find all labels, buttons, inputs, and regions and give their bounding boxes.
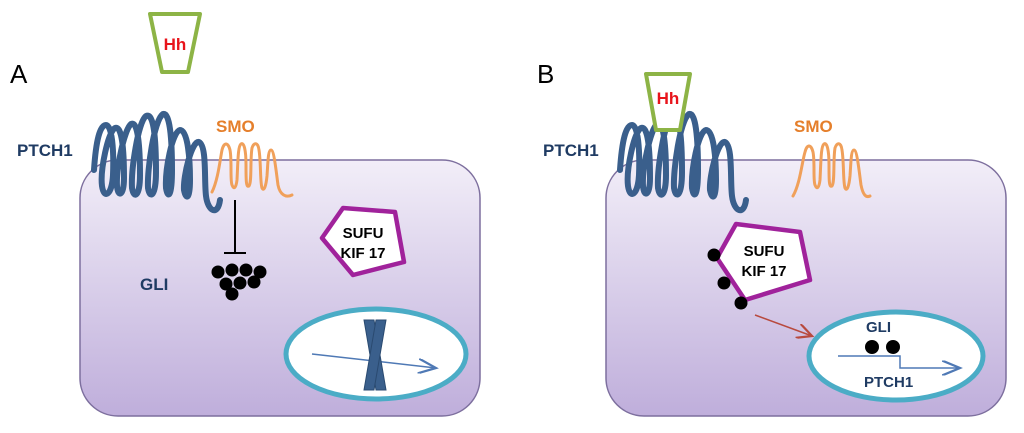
gli-label-b: GLI (866, 319, 891, 336)
gene-arrow-icon (838, 355, 960, 368)
panel-b-label: B (537, 59, 554, 89)
hedgehog-ligand-icon: Hh (644, 72, 692, 132)
ptch1-receptor-icon (617, 111, 749, 213)
panel-a: A Hh PTCH1 SMO GLI (10, 12, 481, 417)
smo-receptor-icon (791, 142, 872, 199)
sufu-label-b: SUFU (744, 243, 785, 260)
smo-label-a: SMO (216, 117, 255, 136)
ptch1-receptor-icon (91, 111, 223, 213)
kif17-label-a: KIF 17 (340, 245, 385, 262)
panel-b: B PTCH1 Hh SMO SUFU KIF 17 (537, 59, 1007, 417)
translocation-arrow (754, 314, 812, 336)
sufu-label-a: SUFU (343, 225, 384, 242)
gli-bound-icon (865, 340, 900, 354)
dna-blocked-icon (363, 319, 387, 391)
hedgehog-ligand-icon: Hh (148, 12, 202, 74)
gli-label-a: GLI (140, 275, 168, 294)
hh-label-a: Hh (164, 35, 187, 54)
gli-icon (211, 263, 267, 301)
sufu-kif17-complex-icon: SUFU KIF 17 (714, 221, 813, 303)
hh-label-b: Hh (657, 89, 680, 108)
smo-label-b: SMO (794, 117, 833, 136)
smo-receptor-icon (210, 142, 294, 198)
ptch1-label-a: PTCH1 (17, 141, 73, 160)
sufu-kif17-complex-icon: SUFU KIF 17 (319, 205, 407, 278)
ptch1-label-b: PTCH1 (543, 141, 599, 160)
kif17-label-b: KIF 17 (741, 263, 786, 280)
nucleus-icon (283, 306, 469, 402)
panel-a-label: A (10, 59, 28, 89)
gli-icon (707, 248, 748, 310)
nucleus-icon: GLI PTCH1 (806, 309, 986, 403)
inhibition-arrow (224, 200, 246, 254)
target-gene-label: PTCH1 (864, 374, 913, 391)
